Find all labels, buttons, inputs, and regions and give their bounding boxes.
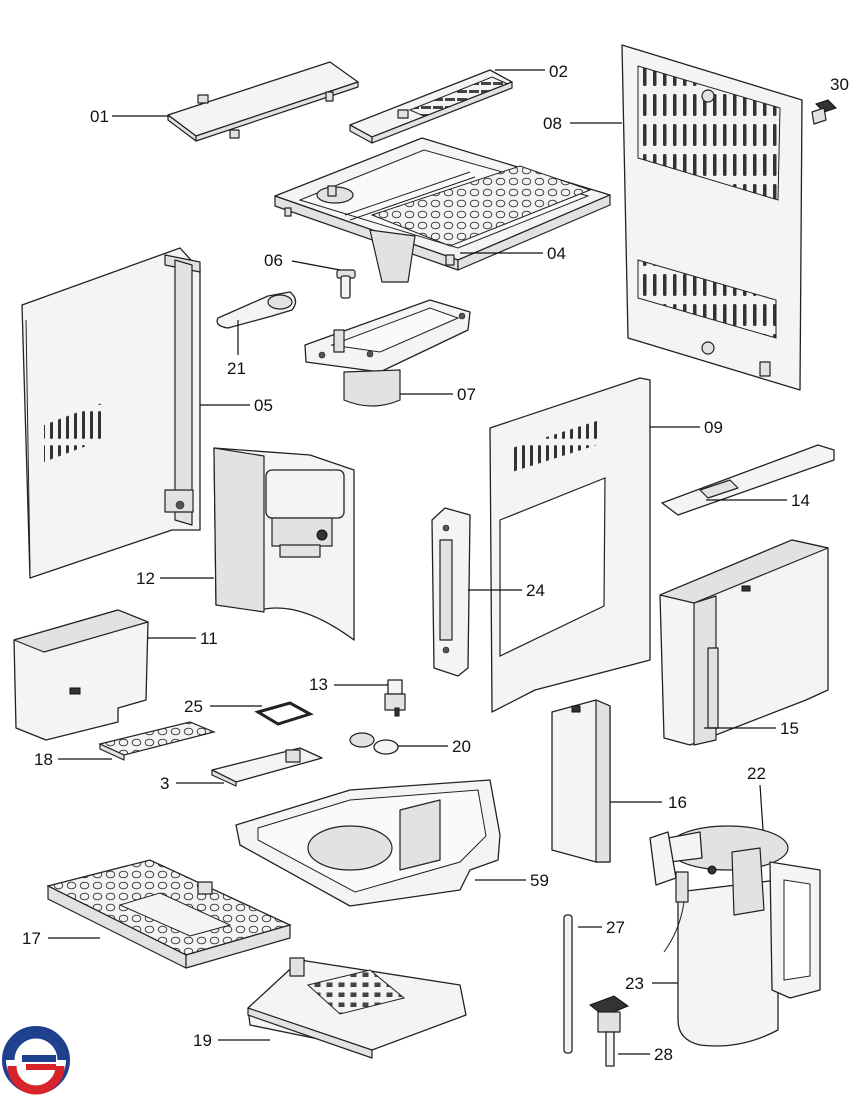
label-15: 15 — [780, 719, 799, 738]
label-09: 09 — [704, 418, 723, 437]
label-05: 05 — [254, 396, 273, 415]
label-14: 14 — [791, 491, 810, 510]
part-16-column — [551, 699, 611, 863]
part-12-brew-housing — [213, 447, 355, 641]
part-28-connector — [588, 995, 630, 1067]
part-30-clip — [811, 99, 837, 125]
label-17: 17 — [22, 929, 41, 948]
part-07-funnel — [304, 299, 471, 407]
part-18-plate — [98, 721, 216, 761]
label-3: 3 — [160, 774, 169, 793]
label-28: 28 — [654, 1045, 673, 1064]
part-08-back-panel — [621, 44, 803, 391]
label-21: 21 — [227, 359, 246, 378]
part-01-lid — [167, 61, 359, 142]
part-04-top-frame — [274, 137, 611, 283]
label-01: 01 — [90, 107, 109, 126]
leader-lines — [48, 69, 787, 1055]
part-24-bracket — [431, 507, 471, 677]
part-22-23-carafe — [649, 825, 821, 1047]
part-27-tube — [563, 914, 573, 1054]
label-24: 24 — [526, 581, 545, 600]
part-59-drip-base — [235, 779, 501, 907]
part-14-top-piece — [661, 444, 835, 516]
part-13-valve — [384, 679, 406, 717]
label-13: 13 — [309, 675, 328, 694]
part-labels: 01 02 30 08 04 06 21 07 05 09 14 12 24 1… — [22, 62, 849, 1064]
part-15-water-tank — [659, 539, 829, 746]
part-20-caps — [349, 732, 399, 755]
label-59: 59 — [530, 871, 549, 890]
label-16: 16 — [668, 793, 687, 812]
label-18: 18 — [34, 750, 53, 769]
part-05-side-panel-left — [21, 247, 201, 579]
part-3-holder — [211, 747, 323, 787]
label-22: 22 — [747, 764, 766, 783]
label-11: 11 — [200, 629, 218, 648]
part-21-scoop — [216, 291, 297, 329]
label-23: 23 — [625, 974, 644, 993]
label-04: 04 — [547, 244, 566, 263]
label-27: 27 — [606, 918, 625, 937]
label-08: 08 — [543, 114, 562, 133]
part-06-pin — [336, 269, 356, 299]
part-09-side-panel-right — [489, 377, 651, 713]
label-30: 30 — [830, 75, 849, 94]
part-19-grounds-tray — [247, 957, 467, 1059]
label-07: 07 — [457, 385, 476, 404]
label-19: 19 — [193, 1031, 212, 1050]
part-17-drip-tray-cover — [46, 859, 292, 969]
brand-logo — [2, 1026, 70, 1095]
label-06: 06 — [264, 251, 283, 270]
label-02: 02 — [549, 62, 568, 81]
part-02-grille-cover — [349, 69, 513, 144]
label-25: 25 — [184, 697, 203, 716]
part-25-gasket — [254, 701, 314, 726]
label-20: 20 — [452, 737, 471, 756]
label-12: 12 — [136, 569, 155, 588]
part-11-tray-container — [13, 609, 149, 741]
